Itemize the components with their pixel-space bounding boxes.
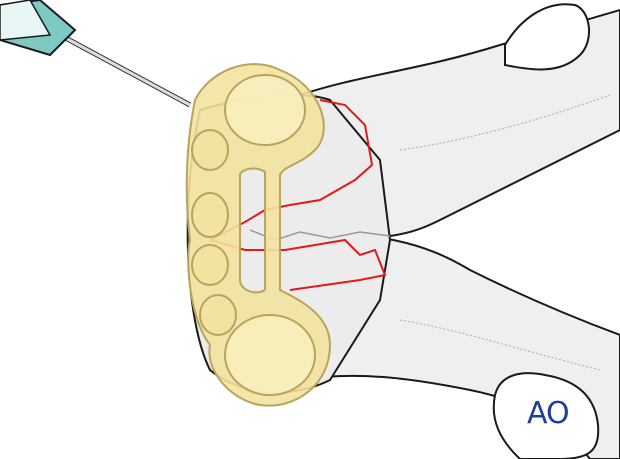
- syringe: [0, 0, 192, 108]
- condyle-lower: [492, 372, 600, 459]
- ao-logo: AO: [527, 396, 570, 431]
- condyle-upper: [504, 3, 591, 71]
- dental-splint: [185, 63, 332, 407]
